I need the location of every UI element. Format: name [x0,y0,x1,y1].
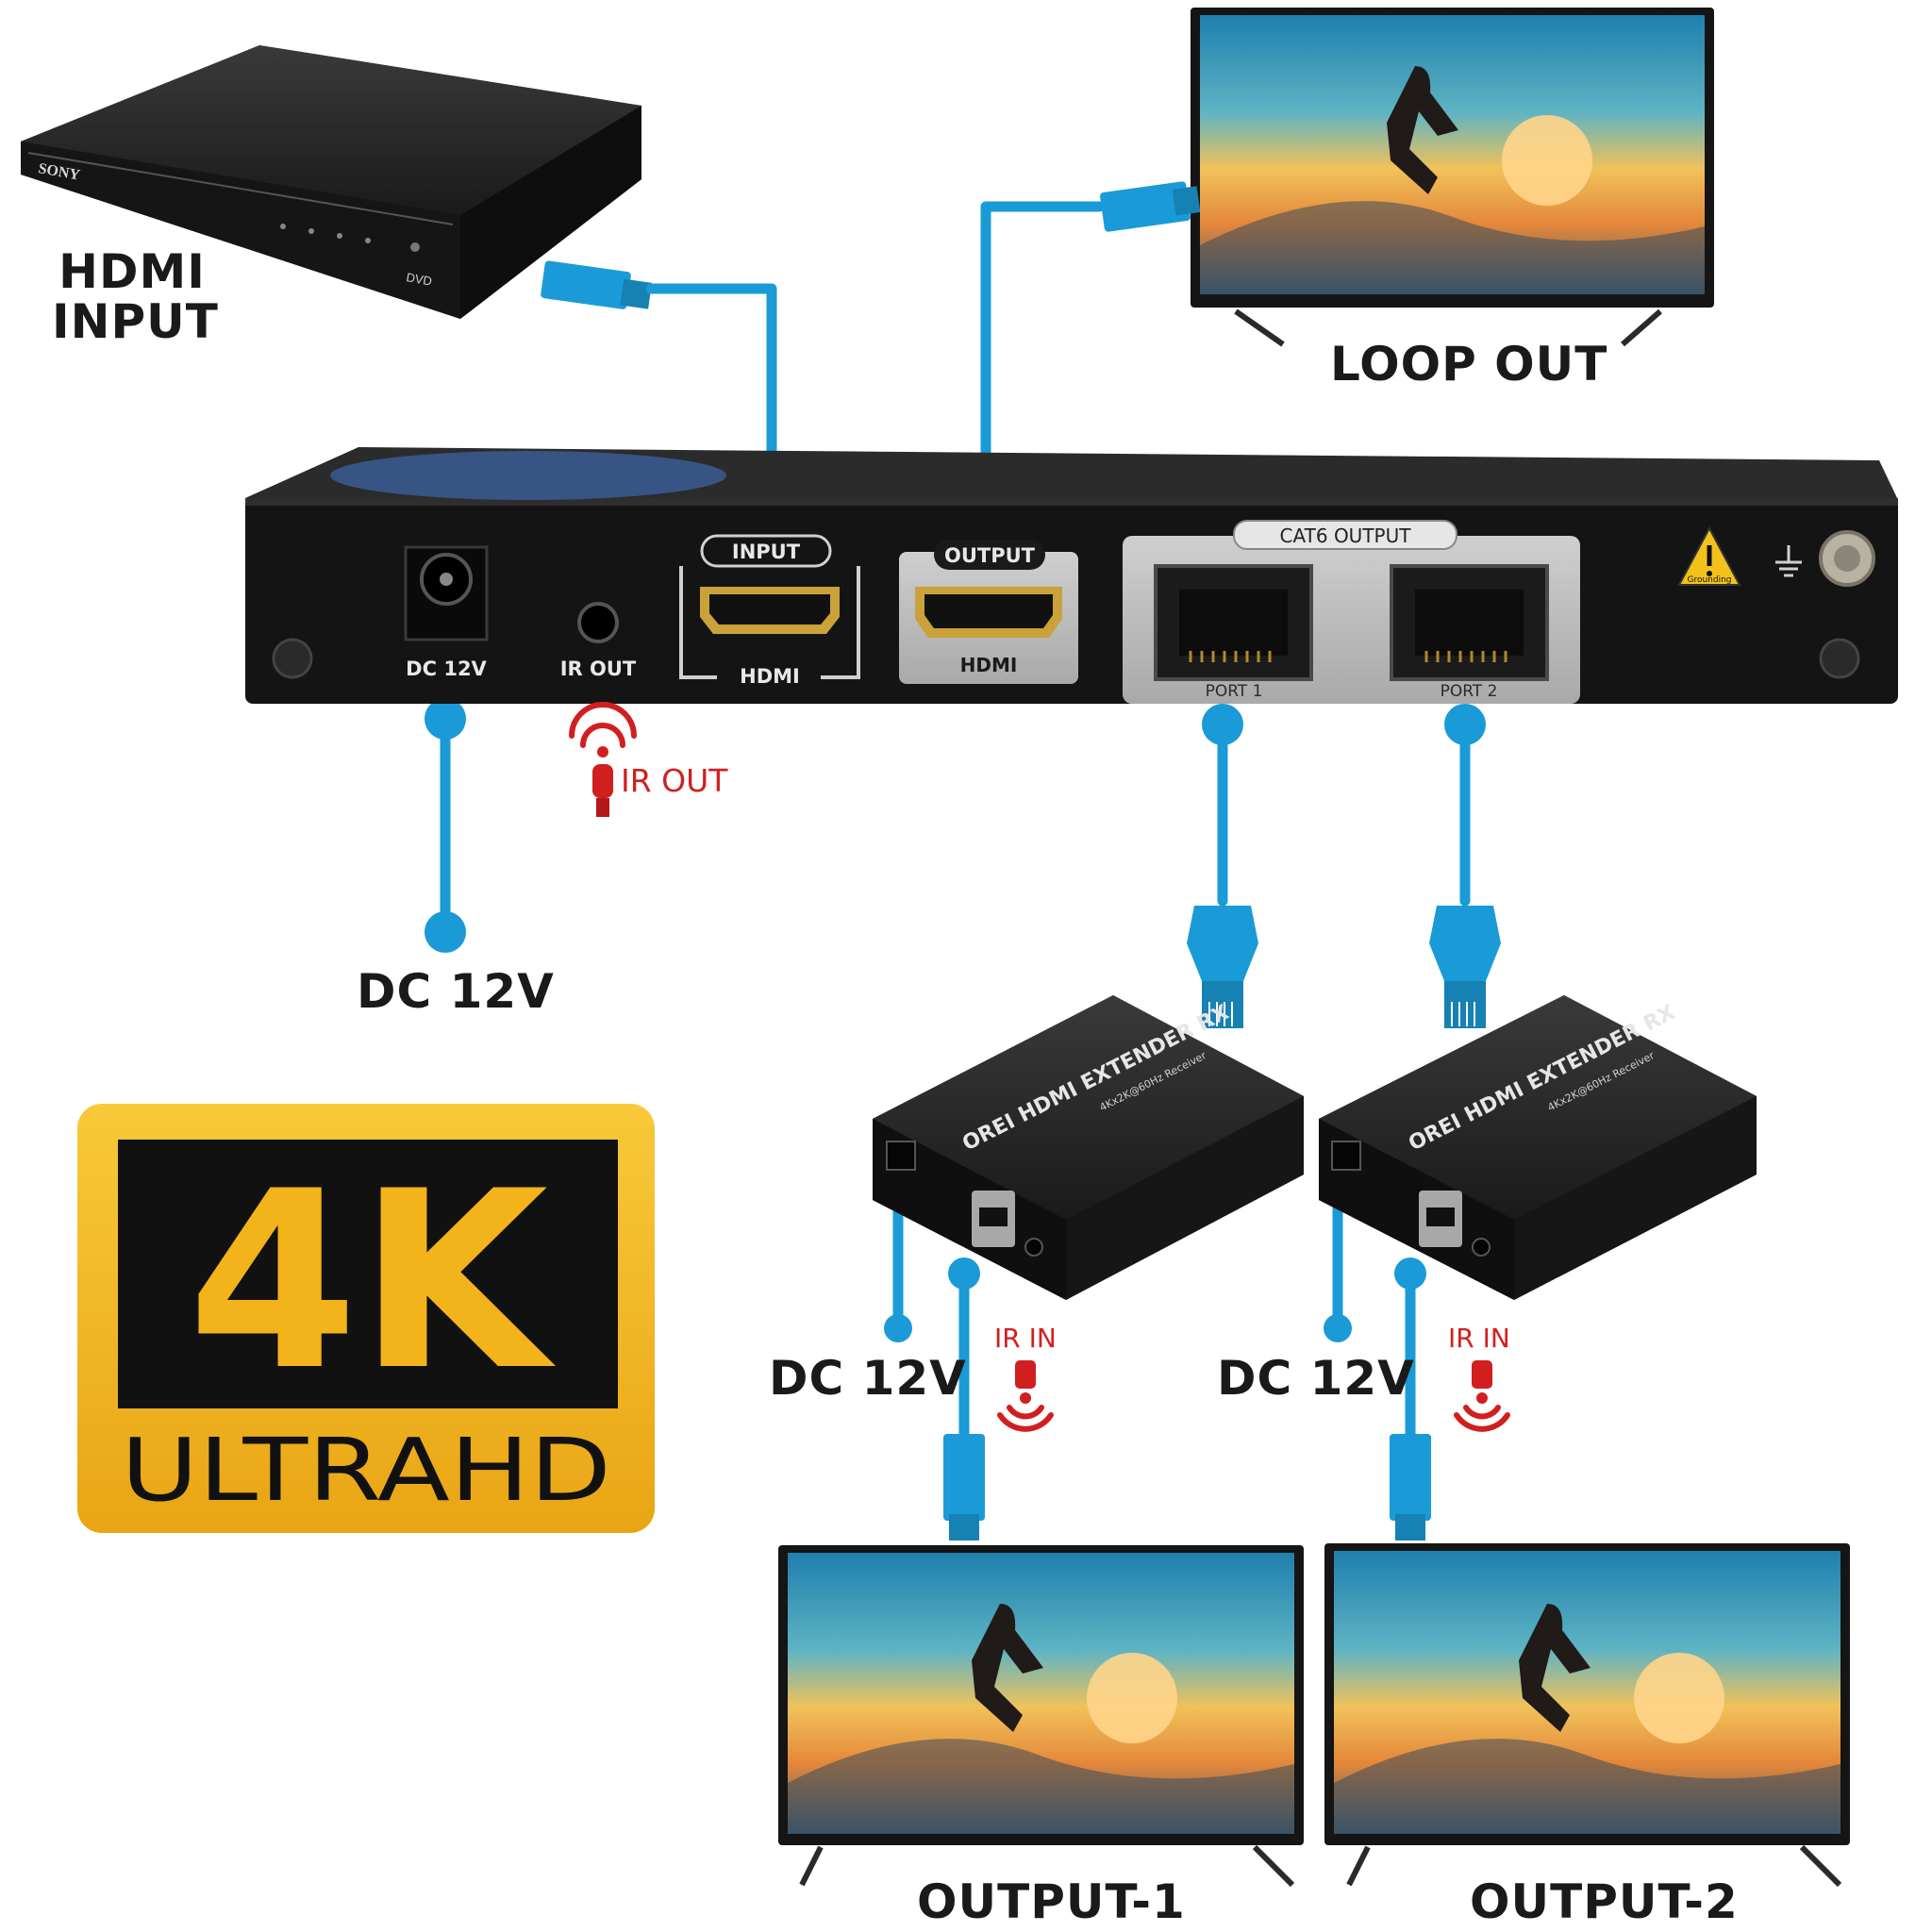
label-output-2: OUTPUT-2 [1470,1874,1739,1929]
tx-cat6-title: CAT6 OUTPUT [1280,525,1412,547]
rj45-plug-2 [1429,906,1501,1028]
ir-emitter-icon [569,702,637,817]
tx-ir-label: IR OUT [560,658,637,680]
player-dvd-badge: DVD [405,270,433,289]
hdmi-plug-output-1 [943,1434,985,1541]
label-ir-in-2: IR IN [1448,1323,1510,1354]
label-hdmi-input: HDMI INPUT [52,244,219,349]
tx-output-port: HDMI [960,654,1018,676]
4k-ultrahd-badge [77,1104,655,1533]
ir-receiver-1-icon [997,1360,1054,1432]
transmitter-box [245,447,1898,704]
receiver-2 [1319,995,1757,1300]
receiver-1 [873,995,1304,1300]
rj45-plug-1 [1187,906,1258,1028]
badge-4k-text: 4K [188,1140,558,1424]
output-1-tv [778,1545,1304,1888]
label-dc12v-main: DC 12V [357,964,555,1019]
tx-output-tag: OUTPUT [944,544,1036,567]
badge-ultrahd-text: ULTRAHD [121,1420,611,1521]
label-hdmi-input-line2: INPUT [52,293,219,349]
hdmi-plug-loop [1100,181,1201,232]
ir-receiver-2-icon [1454,1360,1510,1432]
tx-input-port: HDMI [740,665,800,688]
tx-input-tag: INPUT [732,541,801,563]
label-dc12v-rx2: DC 12V [1217,1351,1415,1406]
tx-port1: PORT 1 [1206,682,1263,701]
output-2-tv [1324,1543,1850,1888]
label-dc12v-rx1: DC 12V [769,1351,967,1406]
hdmi-plug-input [541,260,652,309]
tx-port2: PORT 2 [1441,682,1498,701]
label-ir-in-1: IR IN [994,1323,1057,1354]
hdmi-plug-output-2 [1390,1434,1431,1541]
label-ir-out: IR OUT [621,762,728,799]
label-output-1: OUTPUT-1 [917,1874,1186,1929]
label-hdmi-input-line1: HDMI [58,244,206,299]
tx-dc-label: DC 12V [406,658,487,680]
loop-out-tv [1191,8,1714,347]
label-loop-out: LOOP OUT [1330,337,1608,391]
tx-ground-warning: Grounding [1687,575,1731,585]
dvd-player [21,45,641,319]
